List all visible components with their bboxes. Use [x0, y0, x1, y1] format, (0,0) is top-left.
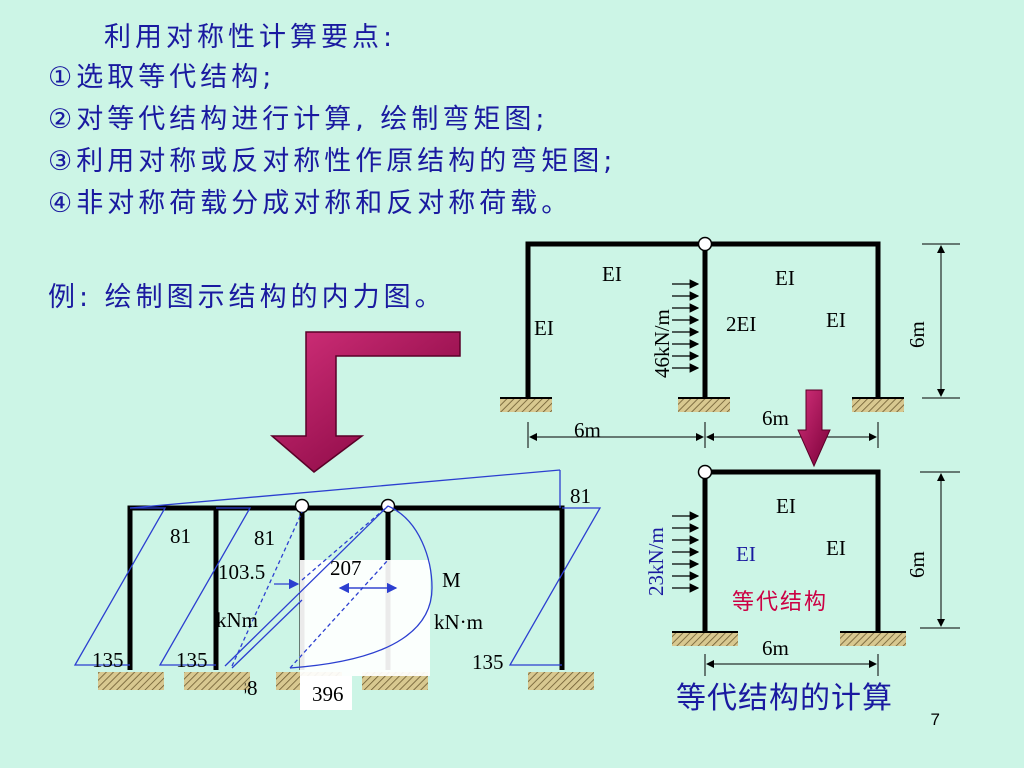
hinge-icon [697, 236, 713, 252]
step-4: ④非对称荷载分成对称和反对称荷载。 [48, 188, 573, 219]
moment-103: 103.5 [218, 560, 266, 584]
orig-load-label: 46kN/m [650, 309, 674, 378]
moment-396: 396 [312, 682, 344, 706]
orig-span-left: 6m [574, 418, 601, 442]
moment-81-a: 81 [170, 524, 191, 548]
orig-span-right: 6m [762, 406, 789, 430]
equivalent-structure [672, 464, 960, 676]
heading: 利用对称性计算要点: [104, 22, 397, 53]
fixed-support-icon [672, 632, 738, 646]
hinge-icon [697, 464, 713, 480]
fixed-support-icon [500, 398, 552, 412]
eq-col-left-label: EI [736, 542, 756, 566]
example-text: 例: 绘制图示结构的内力图。 [48, 282, 446, 313]
moment-135-c: 135 [472, 650, 504, 674]
orig-col-left-label: EI [534, 316, 554, 340]
page-number: 7 [930, 710, 940, 729]
original-structure [500, 236, 960, 448]
fixed-support-icon [184, 672, 250, 690]
moment-unit-1: kNm [216, 608, 258, 632]
orig-height: 6m [905, 321, 929, 348]
fixed-support-icon [528, 672, 594, 690]
moment-partial: 138 [245, 678, 258, 699]
eq-height: 6m [905, 551, 929, 578]
eq-load-label: 23kN/m [644, 527, 668, 596]
eq-structure-name: 等代结构 [732, 590, 829, 615]
orig-col-right-label: EI [826, 308, 846, 332]
moment-135-b: 135 [176, 648, 208, 672]
eq-span: 6m [762, 636, 789, 660]
orig-col-mid-label: 2EI [726, 312, 757, 336]
orig-beam-left-label: EI [602, 262, 622, 286]
fixed-support-icon [678, 398, 730, 412]
caption: 等代结构的计算 [676, 681, 893, 716]
eq-beam-label: EI [776, 494, 796, 518]
fixed-support-icon [840, 632, 906, 646]
hinge-icon [294, 498, 310, 514]
moment-diagram [73, 469, 602, 710]
moment-207: 207 [330, 556, 362, 580]
fixed-support-icon [98, 672, 164, 690]
eq-col-right-label: EI [826, 536, 846, 560]
fixed-support-icon [852, 398, 904, 412]
moment-81-right: 81 [570, 484, 591, 508]
down-arrow-small-icon [797, 389, 831, 468]
step-3: ③利用对称或反对称性作原结构的弯矩图; [48, 146, 617, 177]
orig-beam-right-label: EI [775, 266, 795, 290]
moment-135-a: 135 [92, 648, 124, 672]
step-1: ①选取等代结构; [48, 62, 276, 93]
moment-m-label: M [442, 568, 461, 592]
step-2: ②对等代结构进行计算, 绘制弯矩图; [48, 104, 549, 135]
moment-81-b: 81 [254, 526, 275, 550]
fixed-support-icon [362, 672, 428, 690]
moment-unit-2: kN·m [434, 610, 483, 634]
bent-arrow-icon [269, 331, 461, 473]
